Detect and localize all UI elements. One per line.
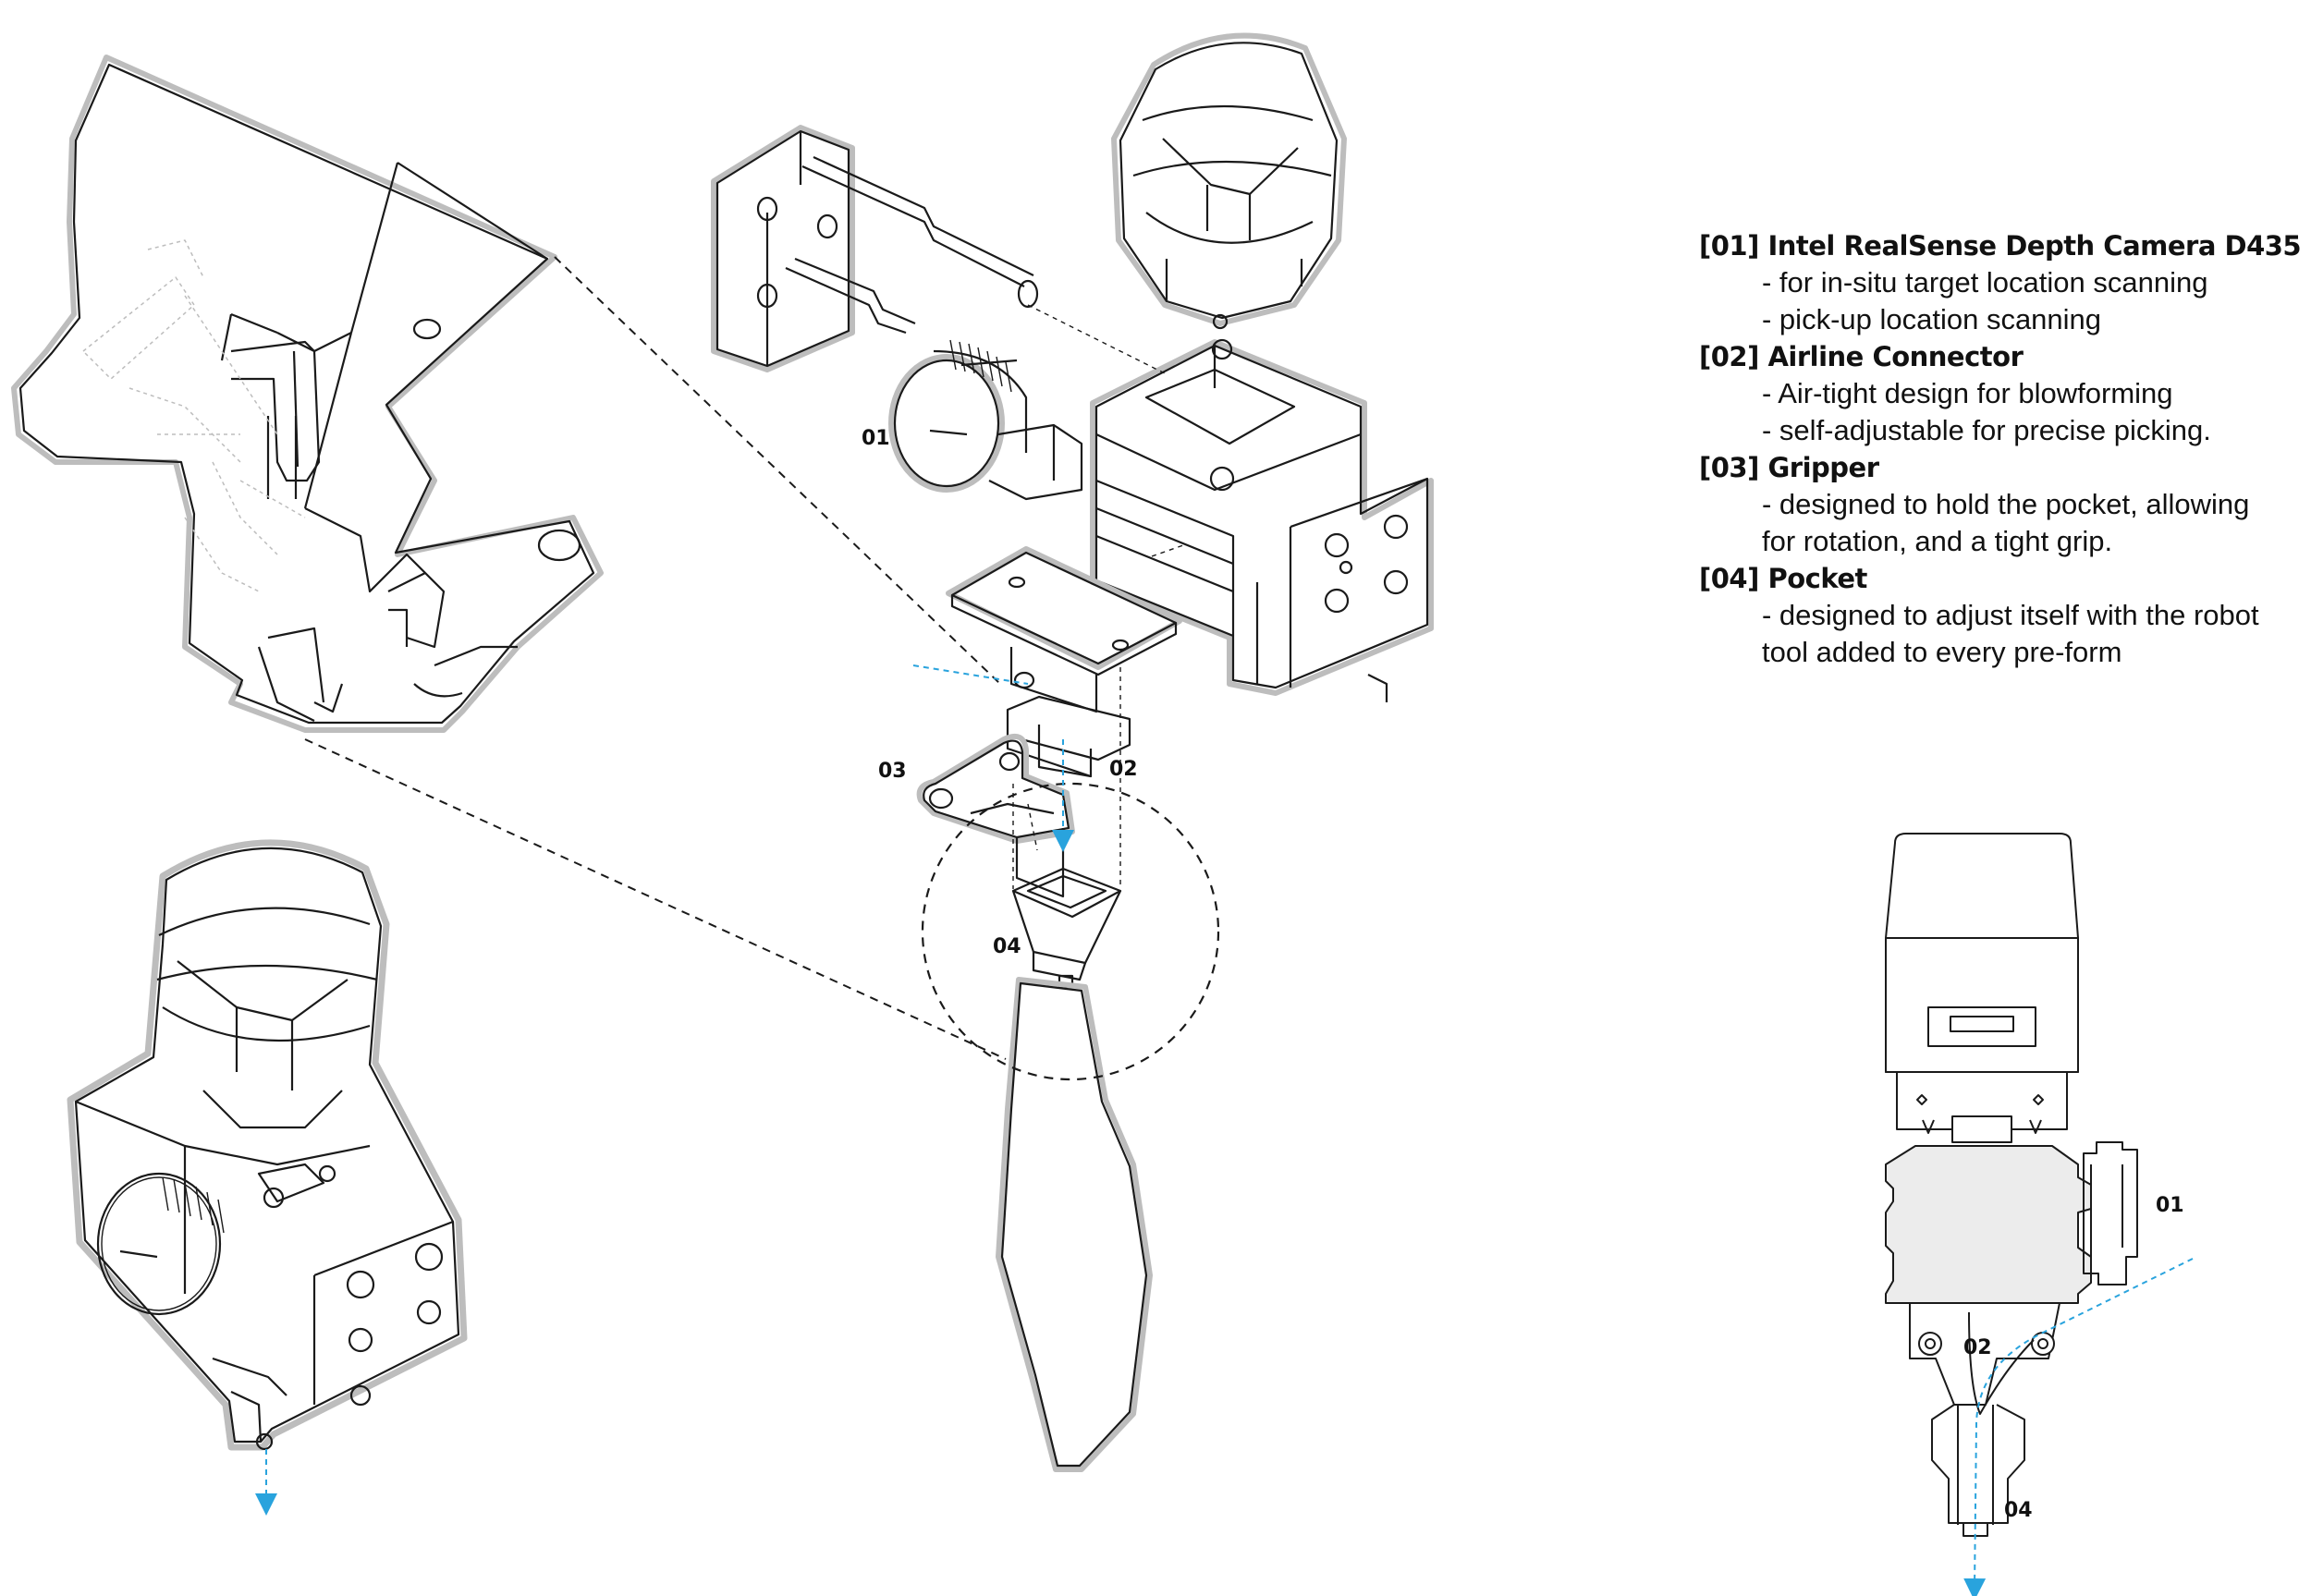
legend-line: - for in-situ target location scanning [1762, 266, 2208, 298]
legend-line: - designed to hold the pocket, allowing [1762, 488, 2250, 520]
gripper-bracket [916, 734, 1075, 898]
callout-04-exploded: 04 [993, 935, 1021, 958]
legend-item-03: [03] Gripper - designed to hold the pock… [1699, 449, 2300, 560]
callout-02-section: 02 [1963, 1336, 1992, 1359]
callout-02-exploded: 02 [1109, 758, 1138, 781]
legend-line: - pick-up location scanning [1762, 303, 2102, 335]
camera-bracket [711, 125, 1039, 372]
callout-01-section: 01 [2156, 1194, 2184, 1217]
legend-item-01: [01] Intel RealSense Depth Camera D435 -… [1699, 227, 2302, 338]
legend-title: [02] Airline Connector [1699, 341, 2024, 372]
legend-line: for rotation, and a tight grip. [1762, 525, 2113, 557]
motor-knurled [888, 339, 1083, 501]
assembled-tool [67, 839, 468, 1451]
legend-line: - Air-tight design for blowforming [1762, 377, 2173, 409]
legend-item-04: [04] Pocket - designed to adjust itself … [1699, 560, 2300, 671]
section-detail-drawing [11, 55, 604, 733]
legend-title: [04] Pocket [1699, 563, 1867, 594]
camera-d435 [1111, 32, 1347, 330]
callout-03-exploded: 03 [878, 760, 907, 783]
legend-item-02: [02] Airline Connector - Air-tight desig… [1699, 338, 2300, 449]
section-airflow [1963, 1258, 2194, 1596]
pocket-funnel [1011, 867, 1122, 989]
legend-title: [01] Intel RealSense Depth Camera D435 [1699, 230, 2302, 262]
legend-line: - self-adjustable for precise picking. [1762, 414, 2211, 446]
mounting-plate [946, 546, 1182, 713]
exploded-assembly [711, 32, 1434, 1472]
preform-bag [996, 977, 1153, 1472]
legend-line: - designed to adjust itself with the rob… [1762, 599, 2259, 631]
section-view [1885, 833, 2138, 1537]
component-legend: [01] Intel RealSense Depth Camera D435 -… [1699, 227, 2302, 671]
center-airflow [912, 664, 1074, 852]
callout-04-section: 04 [2004, 1499, 2033, 1522]
legend-line: tool added to every pre-form [1762, 636, 2122, 668]
detail-leader-lines [304, 256, 1007, 1060]
legend-title: [03] Gripper [1699, 452, 1879, 483]
airline-connector-block [1090, 338, 1434, 702]
callout-01-exploded: 01 [862, 427, 890, 450]
